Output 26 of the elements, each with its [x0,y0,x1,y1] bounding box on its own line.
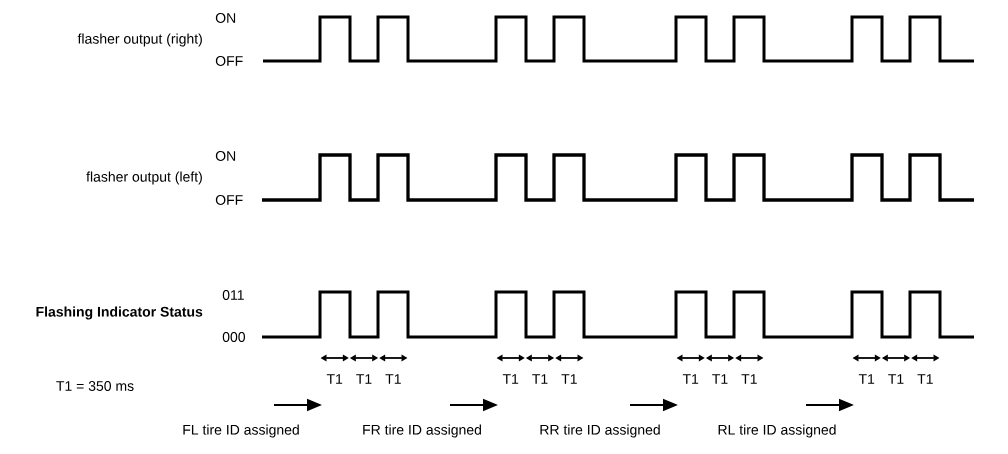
event-label: FL tire ID assigned [183,424,299,438]
level-label: ON [215,151,236,161]
interval-label: T1 [385,374,401,384]
interval-label: T1 [502,374,519,384]
interval-label: T1 [888,374,904,384]
signal-name: flasher output (left) [86,171,202,185]
interval-label: T1 [561,374,577,384]
event-label: RR tire ID assigned [540,424,660,438]
event-label: FR tire ID assigned [363,424,481,438]
interval-label: T1 [712,374,728,384]
interval-label: T1 [356,374,372,384]
interval-label: T1 [741,374,757,384]
interval-label: T1 [682,374,699,384]
signal-name: flasher output (right) [77,33,202,47]
interval-label: T1 [326,374,343,384]
level-label: OFF [215,195,243,205]
level-label: 011 [222,290,244,300]
level-label: ON [215,13,236,23]
note-text: T1 = 350 ms [56,381,134,391]
level-label: OFF [215,56,243,66]
interval-label: T1 [917,374,933,384]
interval-label: T1 [858,374,875,384]
interval-label: T1 [532,374,548,384]
signal-name: Flashing Indicator Status [36,306,203,320]
event-label: RL tire ID assigned [718,424,836,438]
level-label: 000 [222,332,246,342]
